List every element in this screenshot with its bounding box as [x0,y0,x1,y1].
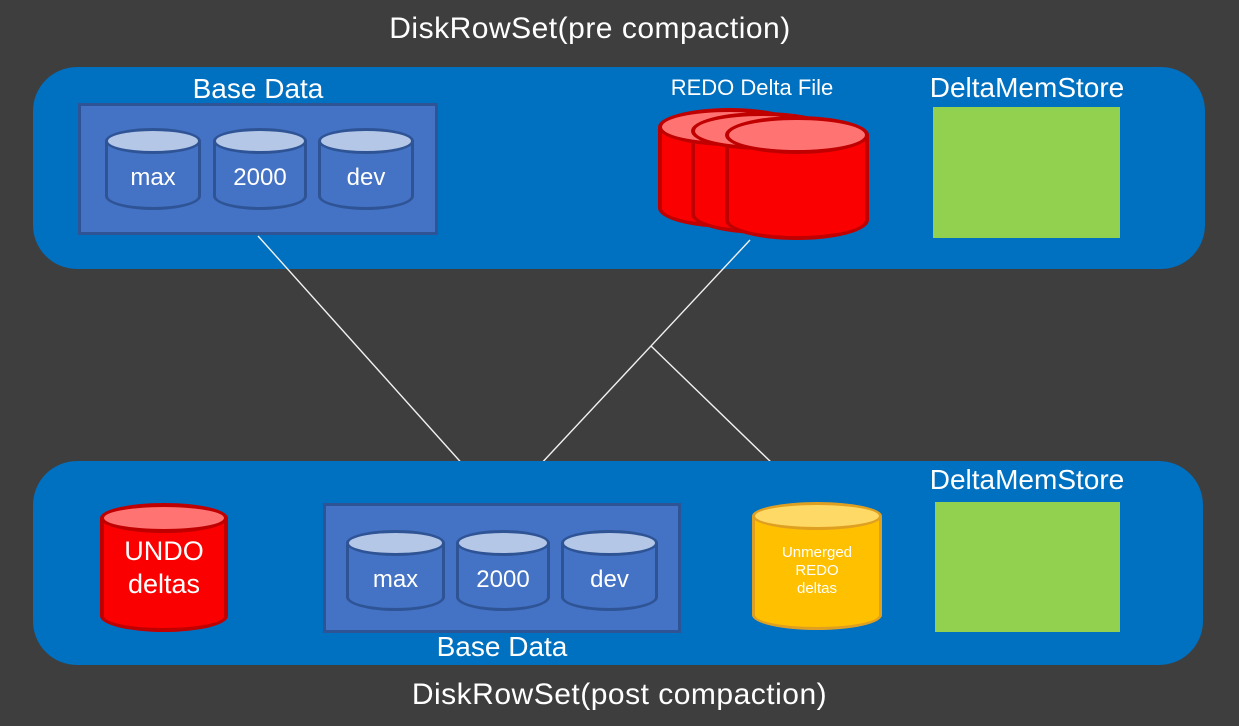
pre-compaction-rowset: Base Data max 2000 dev REDO Delta File [33,67,1205,269]
pre-deltamemstore-block [933,107,1120,238]
undo-deltas-label: UNDO deltas [100,535,228,601]
pre-compaction-title: DiskRowSet(pre compaction) [389,12,791,45]
pre-base-data-cylinder: max [105,128,201,210]
cylinder-label: 2000 [476,566,530,593]
post-base-data-cylinder: 2000 [456,530,550,611]
pre-base-data-cylinder: 2000 [213,128,307,210]
cylinder-top [105,128,201,154]
cylinder-body [561,543,658,611]
cylinder-body [725,135,869,240]
post-base-data-cylinder: max [346,530,445,611]
pre-deltamemstore-label: DeltaMemStore [929,72,1125,103]
cylinder-label: max [130,164,176,191]
post-compaction-title: DiskRowSet(post compaction) [411,678,828,711]
cylinder-label: dev [590,566,629,593]
unmerged-line2: REDO [795,562,839,579]
arrow-basedata-to-basedata [257,235,493,499]
post-base-data-label: Base Data [436,631,568,662]
post-base-data-box: max 2000 dev [323,503,681,633]
cylinder-body [100,518,228,632]
unmerged-line1: Unmerged [781,544,853,561]
cylinder-top [346,530,445,556]
cylinder-top [213,128,307,154]
pre-base-data-label: Base Data [192,73,324,104]
cylinder-label: 2000 [233,164,287,191]
unmerged-line3: deltas [796,580,838,597]
redo-delta-file-cylinders [658,108,870,240]
cylinder-top [752,502,882,530]
undo-line1: UNDO [124,536,204,566]
post-compaction-rowset: UNDO deltas max 2000 dev Base Data [33,461,1203,665]
cylinder-label: dev [346,164,386,191]
undo-line2: deltas [127,569,201,599]
cylinder-top [725,116,869,154]
post-base-data-cylinder: dev [561,530,658,611]
undo-deltas-cylinder: UNDO deltas [100,503,228,632]
pre-base-data-box: max 2000 dev [78,103,438,235]
redo-delta-file-label: REDO Delta File [670,75,834,100]
cylinder-top [100,503,228,533]
cylinder-body [752,516,882,630]
post-deltamemstore-label: DeltaMemStore [929,464,1125,495]
cylinder-top [561,530,658,556]
cylinder-label: max [372,566,419,593]
unmerged-redo-deltas-label: Unmerged REDO deltas [752,544,882,598]
redo-cylinder-front [725,116,869,240]
post-deltamemstore-block [935,502,1120,632]
cylinder-top [318,128,414,154]
cylinder-top [456,530,550,556]
unmerged-redo-deltas-cylinder: Unmerged REDO deltas [752,502,882,630]
arrow-redo-to-basedata [509,239,751,499]
pre-base-data-cylinder: dev [318,128,414,210]
